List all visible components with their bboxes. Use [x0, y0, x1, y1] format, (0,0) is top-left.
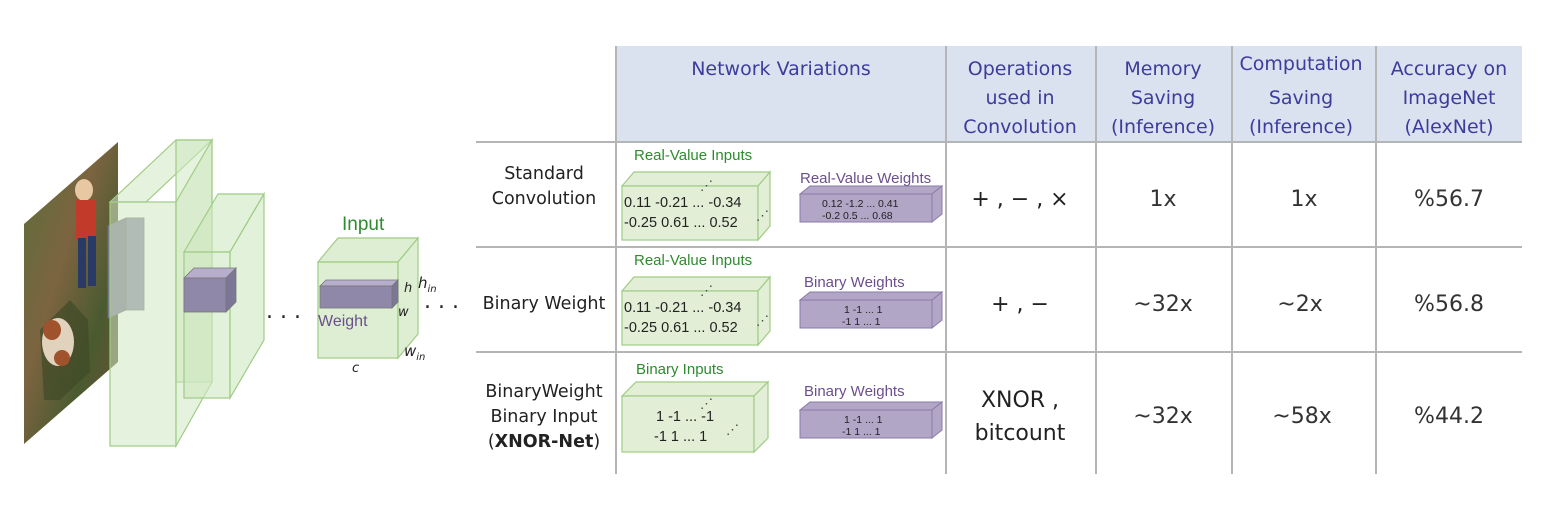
filter-2 — [183, 267, 237, 313]
svg-text:used in: used in — [985, 87, 1054, 109]
matrix-dots: ⋰ — [700, 283, 713, 298]
matrix-dots: ⋰ — [756, 313, 769, 328]
weight-type-label: Real-Value Weights — [800, 170, 931, 187]
svg-text:Saving: Saving — [1269, 87, 1333, 109]
weight-matrix-row: 0.12 -1.2 ... 0.41 — [822, 198, 899, 210]
operations-cell: XNOR , — [981, 388, 1059, 413]
computation-cell: ~2x — [1277, 292, 1322, 317]
network-illustration: . . . Input Weight h w c hin win . . . — [24, 137, 459, 449]
header-accuracy: Accuracy on ImageNet (AlexNet) — [1391, 58, 1507, 138]
ellipsis-left: . . . — [266, 299, 301, 324]
accuracy-cell: %56.8 — [1414, 292, 1484, 317]
header-band — [616, 46, 1522, 142]
header-operations: Operations used in Convolution — [963, 58, 1077, 138]
dim-win: win — [404, 342, 425, 363]
header-network-variations: Network Variations — [691, 58, 871, 80]
svg-text:Convolution: Convolution — [963, 116, 1077, 138]
ellipsis-right: . . . — [424, 289, 459, 314]
table-row: BinaryWeight Binary Input (XNOR-Net) Bin… — [485, 361, 1484, 454]
memory-cell: 1x — [1149, 187, 1176, 212]
dim-c: c — [352, 361, 359, 376]
input-matrix-row: -1 1 ... 1 — [654, 429, 707, 445]
dim-hin: hin — [418, 274, 437, 295]
weight-slab — [319, 279, 399, 309]
input-photo — [24, 142, 118, 444]
dim-h: h — [404, 281, 412, 296]
svg-text:Memory: Memory — [1124, 58, 1201, 80]
weight-matrix-row: 1 -1 ... 1 — [844, 304, 883, 316]
matrix-dots: ⋰ — [700, 396, 713, 411]
input-matrix-row: 1 -1 ... -1 — [656, 409, 714, 425]
table-grid — [476, 46, 1522, 474]
input-cube — [316, 236, 420, 360]
dim-w: w — [398, 305, 409, 320]
input-matrix-box — [620, 275, 772, 347]
row-label: Binary Input — [490, 407, 597, 427]
input-matrix-box — [620, 170, 772, 242]
table-row: Binary Weight Real-Value Inputs 0.11 -0.… — [483, 252, 1484, 347]
input-type-label: Real-Value Inputs — [634, 252, 752, 269]
weight-label: Weight — [318, 313, 368, 330]
operations-cell: bitcount — [975, 421, 1066, 446]
input-matrix-row: -0.25 0.61 ... 0.52 — [624, 320, 738, 336]
input-matrix-row: -0.25 0.61 ... 0.52 — [624, 215, 738, 231]
weight-type-label: Binary Weights — [804, 274, 905, 291]
svg-text:ImageNet: ImageNet — [1403, 87, 1496, 109]
svg-text:(Inference): (Inference) — [1249, 116, 1353, 138]
input-label: Input — [342, 214, 385, 235]
matrix-dots: ⋰ — [726, 422, 739, 437]
input-matrix-row: 0.11 -0.21 ... -0.34 — [624, 195, 741, 211]
memory-cell: ~32x — [1133, 292, 1192, 317]
memory-cell: ~32x — [1133, 404, 1192, 429]
matrix-dots: ⋰ — [756, 208, 769, 223]
table-row: Standard Convolution Real-Value Inputs 0… — [492, 147, 1484, 242]
header-computation: Computation Saving (Inference) — [1240, 53, 1363, 138]
weight-matrix-row: -1 1 ... 1 — [842, 426, 881, 438]
row-label: Binary Weight — [483, 294, 606, 314]
row-label: BinaryWeight — [485, 382, 602, 402]
input-type-label: Real-Value Inputs — [634, 147, 752, 164]
input-matrix-row: 0.11 -0.21 ... -0.34 — [624, 300, 741, 316]
row-label-bold: (XNOR-Net) — [488, 432, 600, 452]
svg-text:Saving: Saving — [1131, 87, 1195, 109]
matrix-dots: ⋰ — [700, 178, 713, 193]
weight-matrix-box — [798, 290, 944, 330]
operations-cell: + , − , × — [971, 187, 1068, 212]
accuracy-cell: %56.7 — [1414, 187, 1484, 212]
computation-cell: ~58x — [1272, 404, 1331, 429]
row-label: Convolution — [492, 189, 597, 209]
operations-cell: + , − — [991, 292, 1049, 317]
svg-text:Operations: Operations — [968, 58, 1072, 80]
computation-cell: 1x — [1290, 187, 1317, 212]
input-type-label: Binary Inputs — [636, 361, 724, 378]
weight-matrix-box — [798, 184, 944, 224]
weight-type-label: Binary Weights — [804, 383, 905, 400]
weight-matrix-row: -1 1 ... 1 — [842, 316, 881, 328]
svg-text:Accuracy on: Accuracy on — [1391, 58, 1507, 80]
accuracy-cell: %44.2 — [1414, 404, 1484, 429]
svg-text:Computation: Computation — [1240, 53, 1363, 75]
weight-matrix-row: -0.2 0.5 ... 0.68 — [822, 210, 893, 222]
svg-text:(AlexNet): (AlexNet) — [1404, 116, 1493, 138]
row-label: Standard — [504, 164, 584, 184]
svg-text:(Inference): (Inference) — [1111, 116, 1215, 138]
header-memory: Memory Saving (Inference) — [1111, 58, 1215, 138]
input-matrix-box — [620, 380, 770, 454]
comparison-table: Network Variations Operations used in Co… — [476, 46, 1522, 474]
weight-matrix-row: 1 -1 ... 1 — [844, 414, 883, 426]
weight-matrix-box — [798, 400, 944, 440]
